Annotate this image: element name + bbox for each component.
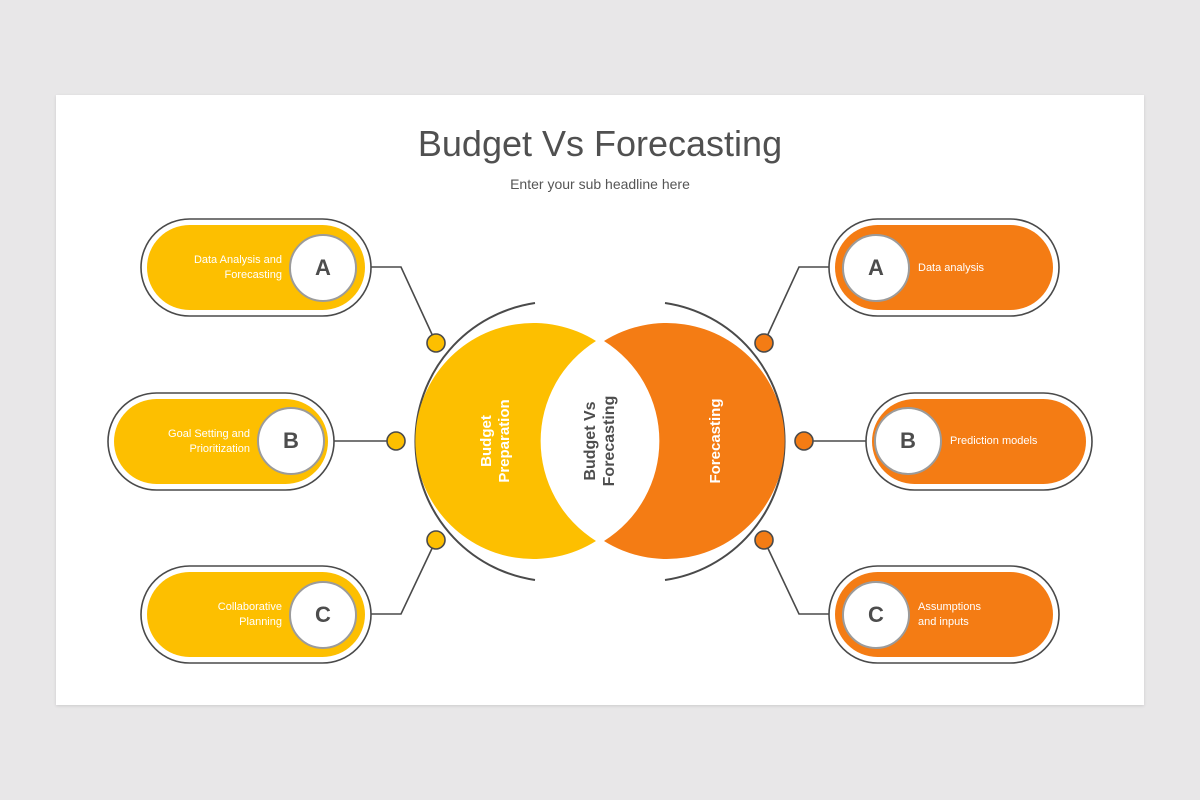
dot-left-b (386, 431, 406, 451)
right-pill-c (828, 565, 1060, 664)
right-item-b-text: Prediction models (950, 435, 1038, 447)
dot-right-a (754, 333, 774, 353)
right-item-b-letter: B (900, 428, 916, 453)
connector-right-c (763, 539, 829, 615)
dot-left-a (426, 333, 446, 353)
page-title: Budget Vs Forecasting (417, 123, 783, 164)
left-item-c-text: Collaborative Planning (217, 601, 282, 628)
right-pill-b (865, 392, 1093, 491)
connector-left-c (371, 539, 437, 615)
right-item-a-text: Data analysis (918, 262, 985, 274)
left-item-c-letter: C (315, 602, 331, 627)
left-item-b-letter: B (283, 428, 299, 453)
dot-left-c (426, 530, 446, 550)
dot-right-c (754, 530, 774, 550)
budget-preparation-label: Budget Preparation (478, 399, 513, 483)
forecasting-crescent (604, 323, 785, 559)
left-pill-c (140, 565, 372, 664)
forecasting-label: Forecasting (707, 398, 724, 484)
left-item-a-letter: A (315, 255, 331, 280)
right-item-c-letter: C (868, 602, 884, 627)
dot-right-b (794, 431, 814, 451)
connector-left-a (371, 266, 437, 344)
connector-right-a (763, 266, 829, 344)
left-pill-a (140, 218, 372, 317)
center-label: Budget Vs Forecasting (582, 395, 618, 487)
budget-preparation-crescent (415, 323, 596, 559)
right-item-c-text: Assumptions and inputs (918, 601, 981, 628)
page-subtitle: Enter your sub headline here (510, 176, 690, 192)
left-item-a-text: Data Analysis and Forecasting (193, 254, 282, 281)
right-item-a-letter: A (868, 255, 884, 280)
left-item-b-text: Goal Setting and Prioritization (168, 428, 250, 455)
right-pill-a (828, 218, 1060, 317)
left-pill-b (107, 392, 335, 491)
